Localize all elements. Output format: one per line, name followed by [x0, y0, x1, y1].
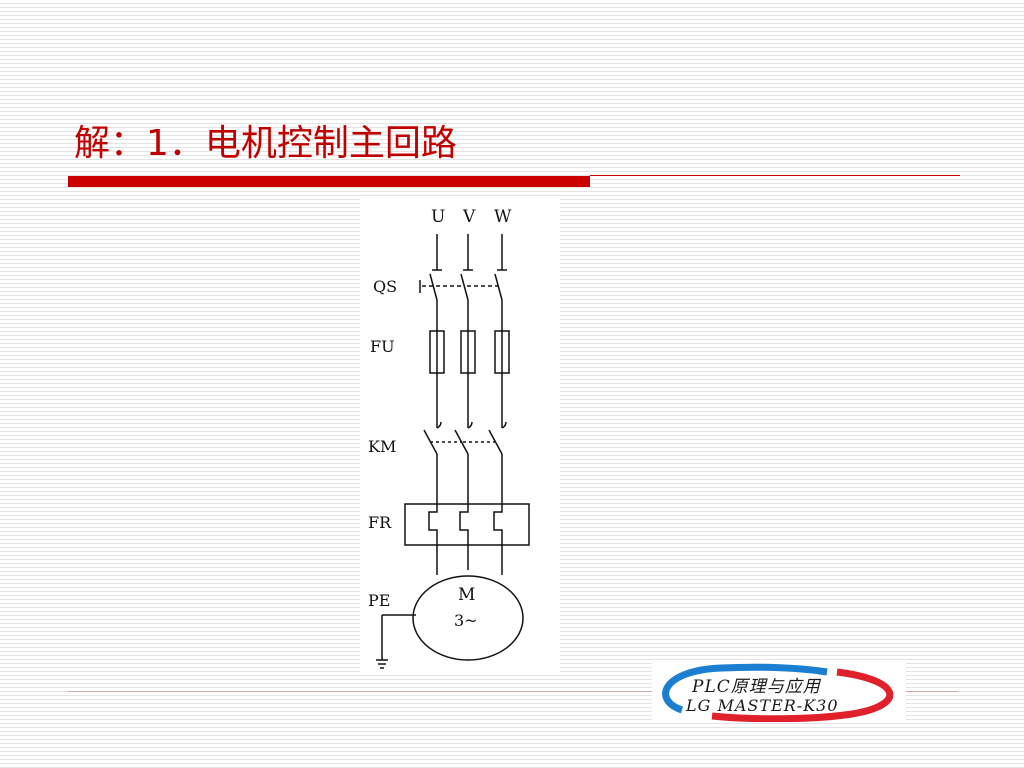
phase-label-w: W [494, 207, 512, 227]
pe-label: PE [368, 591, 390, 610]
phase-label-v: V [462, 207, 476, 227]
logo-ring-red [711, 668, 894, 722]
logo-line-1: PLC原理与应用 [692, 677, 821, 697]
footer-divider [68, 691, 958, 692]
course-logo: PLC原理与应用 LG MASTER-K30 [652, 660, 906, 722]
supply-lines [432, 234, 507, 271]
motor-symbol [412, 575, 524, 661]
diagram-background [360, 198, 560, 673]
qs-label: QS [373, 277, 397, 296]
logo-line-2: LG MASTER-K30 [686, 696, 839, 715]
slide-title: 解：1．电机控制主回路 [74, 123, 457, 164]
fu-fuse-symbol [429, 330, 510, 428]
motor-label: M [458, 585, 475, 605]
qs-switch-symbol [419, 273, 503, 331]
logo-ring-blue [662, 663, 828, 714]
motor-control-main-circuit: U V W QS FU KM FR PE [360, 198, 560, 673]
km-label: KM [368, 437, 396, 456]
fr-label: FR [368, 513, 392, 532]
pe-earth-symbol [376, 614, 416, 669]
phase-label-u: U [431, 207, 445, 227]
fu-label: FU [370, 337, 395, 356]
title-underline-thick [68, 176, 590, 187]
title-underline-thin [590, 175, 960, 176]
fr-relay-symbol [404, 503, 530, 575]
motor-phase-label: 3~ [454, 611, 478, 630]
km-contact-symbol [423, 421, 507, 504]
